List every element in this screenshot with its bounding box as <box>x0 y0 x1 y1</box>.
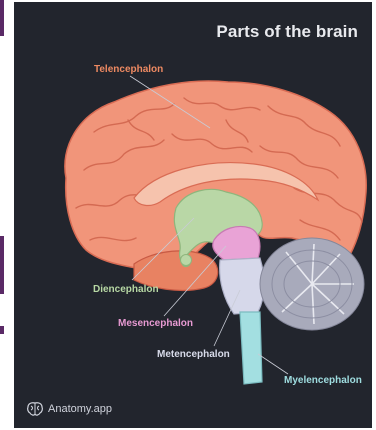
page-title: Parts of the brain <box>14 22 362 42</box>
left-edge-accent <box>0 236 4 294</box>
label-telencephalon: Telencephalon <box>94 64 163 75</box>
brand-name: Anatomy.app <box>48 403 112 415</box>
brand-watermark: Anatomy.app <box>26 401 112 417</box>
cerebellum <box>260 238 364 330</box>
left-edge-accent <box>0 0 4 36</box>
label-diencephalon: Diencephalon <box>93 284 159 295</box>
brain-logo-icon <box>26 401 44 417</box>
diagram-panel: Parts of the brain Telencephalon Diencep… <box>14 2 372 428</box>
label-myelencephalon: Myelencephalon <box>284 375 362 386</box>
left-edge-accent <box>0 326 4 334</box>
brain-illustration <box>14 2 372 428</box>
label-metencephalon: Metencephalon <box>157 349 230 360</box>
pituitary <box>181 255 192 266</box>
myelencephalon-region <box>240 312 262 384</box>
metencephalon-region <box>220 258 265 314</box>
label-mesencephalon: Mesencephalon <box>118 318 193 329</box>
